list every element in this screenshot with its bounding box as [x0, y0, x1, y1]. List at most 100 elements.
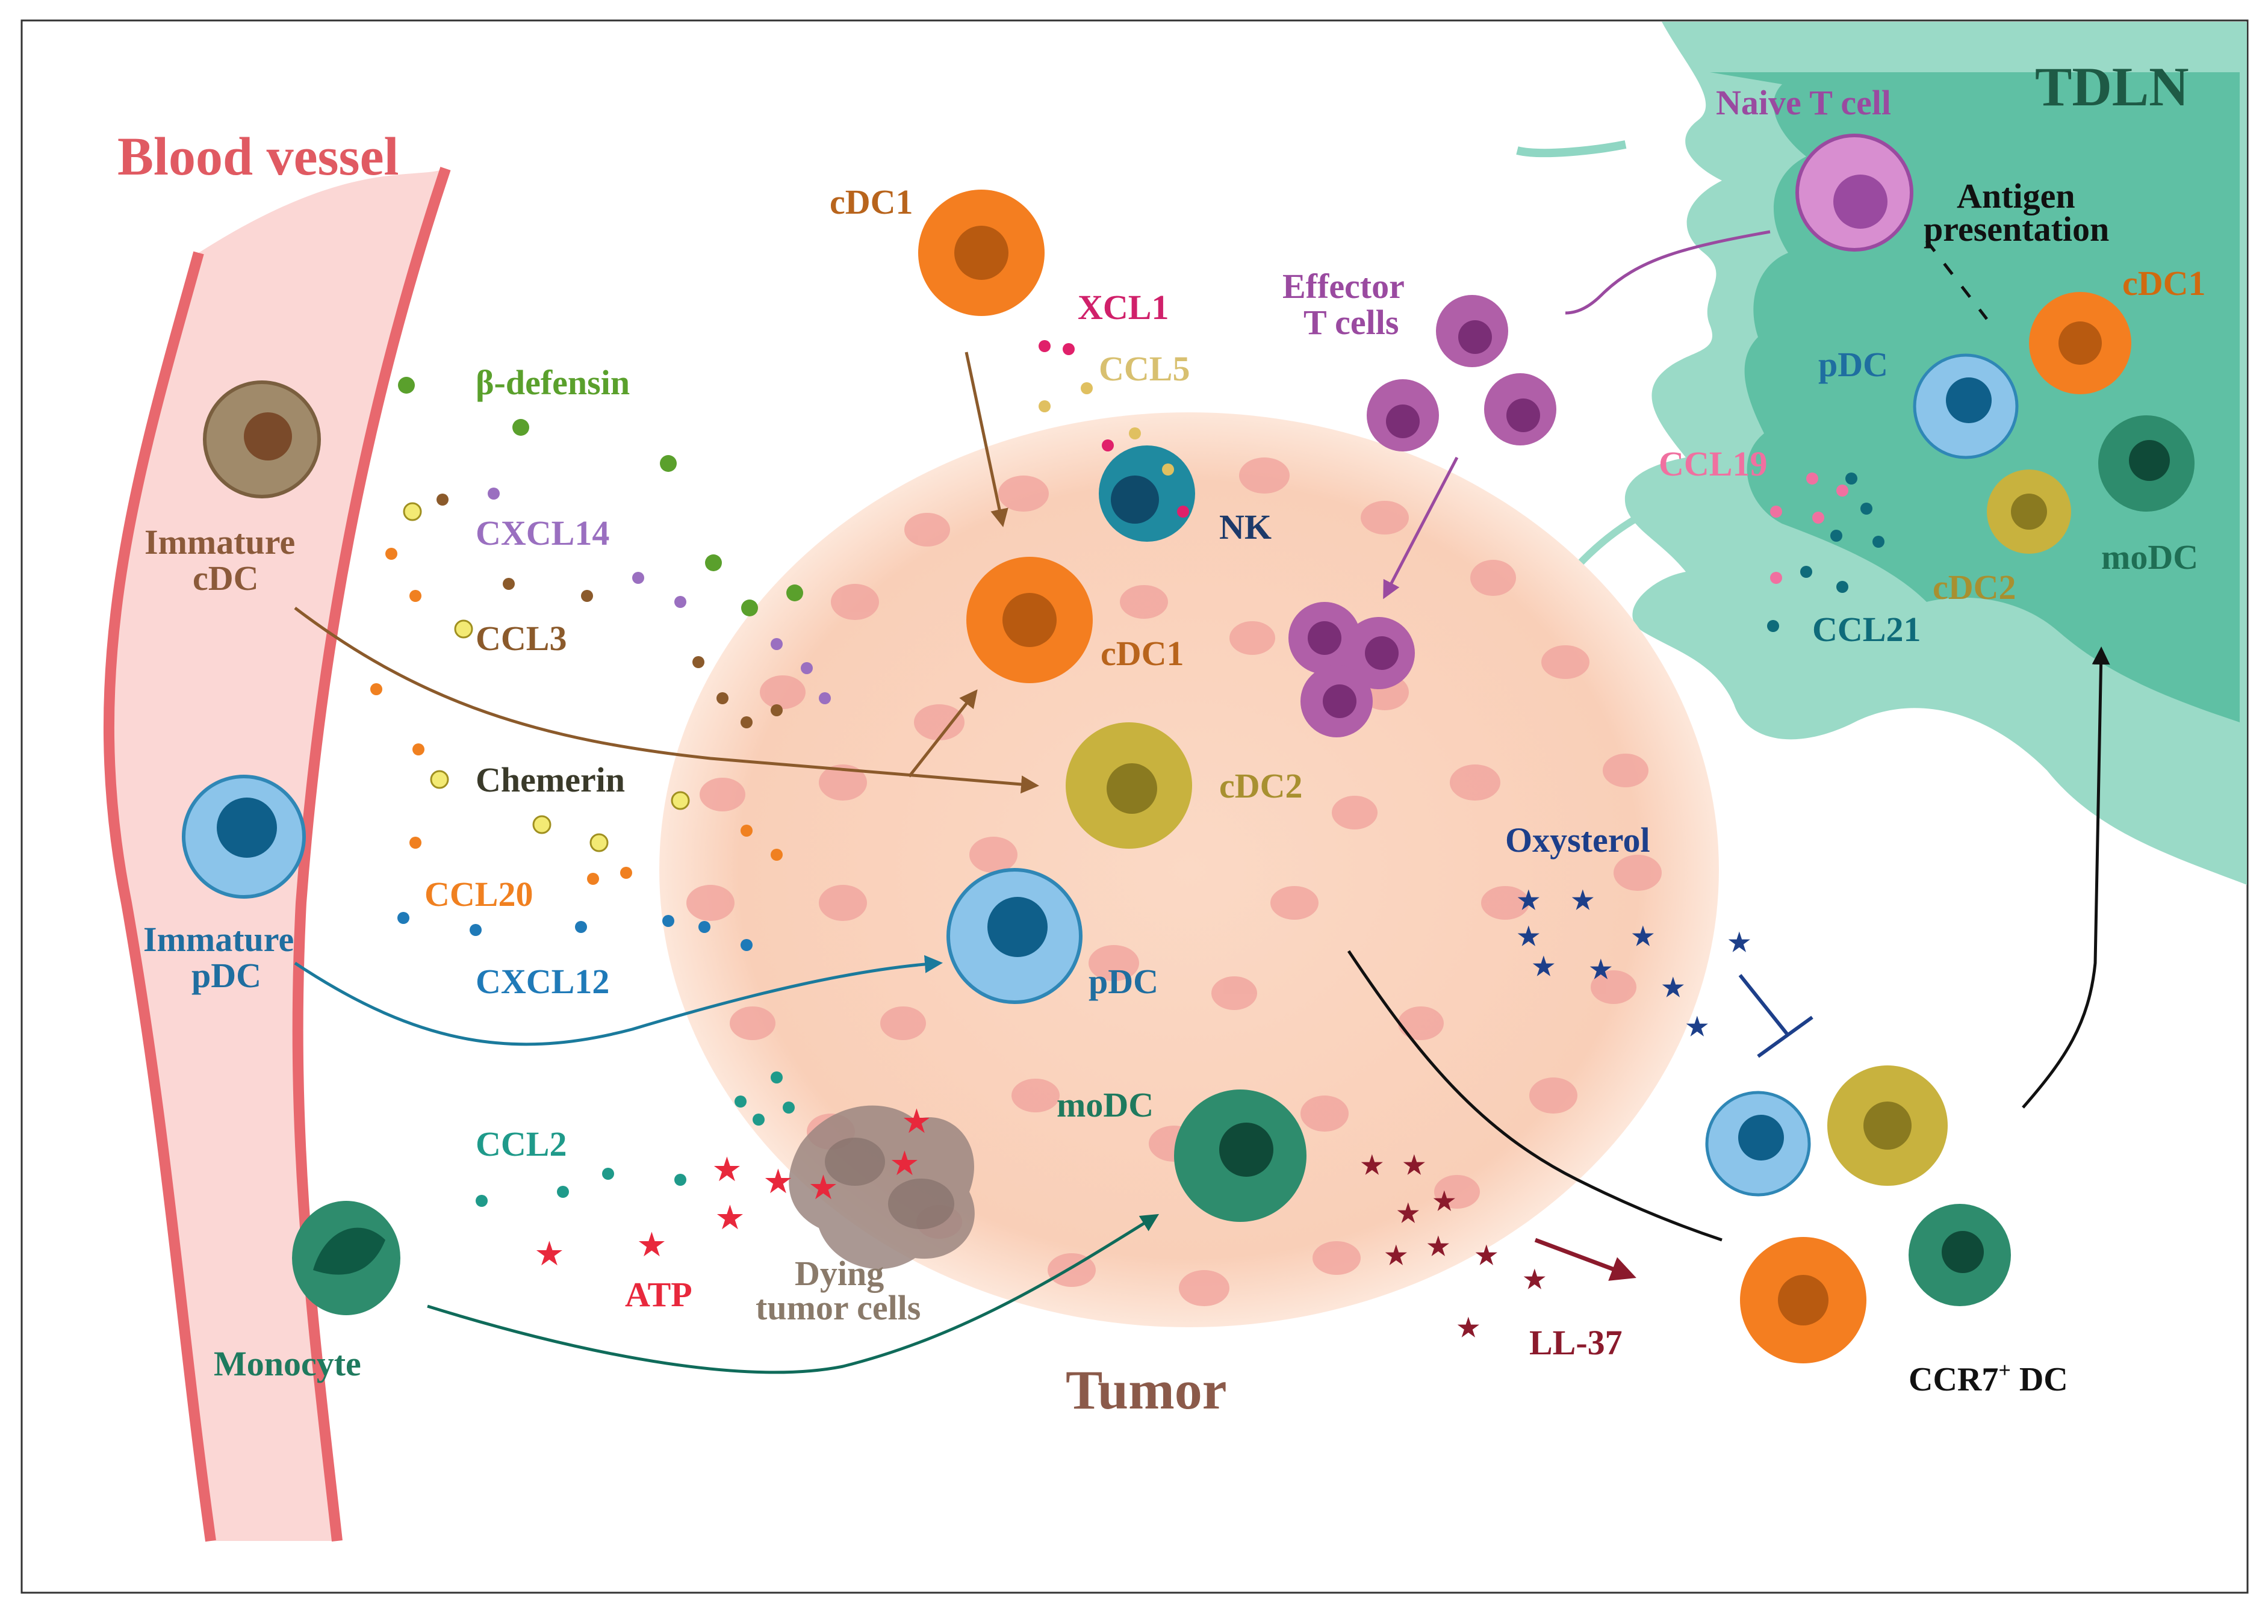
- ll37-stars: ★★ ★★ ★★ ★★ ★: [1361, 1152, 1546, 1342]
- svg-text:★: ★: [1427, 1233, 1450, 1261]
- label-cdc2-tdln: cDC2: [1933, 568, 2016, 607]
- label-immature-cdc-line2: cDC: [193, 559, 259, 598]
- label-ccl19: CCL19: [1659, 444, 1767, 483]
- svg-text:★: ★: [1433, 1188, 1456, 1216]
- svg-text:★: ★: [1403, 1152, 1426, 1180]
- label-dying-line2: tumor cells: [756, 1288, 921, 1327]
- label-oxysterol: Oxysterol: [1505, 820, 1650, 860]
- label-antigen-line2: presentation: [1924, 209, 2109, 249]
- svg-text:★: ★: [713, 1153, 741, 1186]
- cdc2-tumor-cell: [1066, 722, 1192, 849]
- svg-text:★: ★: [1457, 1315, 1480, 1342]
- atp-stars: ★★ ★★ ★★ ★★: [536, 1105, 930, 1271]
- svg-text:★: ★: [1385, 1242, 1408, 1270]
- label-cdc1-tdln: cDC1: [2122, 264, 2206, 303]
- cdc1-tumor-cell: [966, 557, 1093, 683]
- label-beta-defensin: β-defensin: [476, 363, 630, 402]
- label-blood-vessel: Blood vessel: [117, 127, 399, 187]
- label-atp: ATP: [625, 1275, 692, 1314]
- label-immature-pdc-line1: Immature: [143, 920, 294, 959]
- chemerin-dots: [403, 502, 690, 852]
- cxcl12-dots: [397, 912, 753, 951]
- label-immature-cdc-line1: Immature: [144, 522, 295, 562]
- cdc1-top-cell: [918, 190, 1045, 316]
- label-effector-line1: Effector: [1282, 267, 1405, 306]
- arrow-ccr7-to-tdln: [2022, 646, 2110, 1109]
- label-monocyte: Monocyte: [214, 1344, 361, 1383]
- label-ccl3: CCL3: [476, 619, 567, 658]
- label-dying-line1: Dying: [795, 1254, 884, 1293]
- ccl19-dots: [1770, 473, 1848, 584]
- svg-text:★: ★: [1728, 929, 1751, 957]
- immature-cdc-cell: [203, 380, 321, 498]
- svg-text:★: ★: [810, 1171, 837, 1204]
- arrow-cdc1-into-tumor: [965, 352, 1008, 527]
- label-cxcl14: CXCL14: [476, 513, 609, 553]
- svg-text:★: ★: [1475, 1242, 1498, 1270]
- label-ccr7-dc: CCR7+ DC: [1909, 1358, 2068, 1398]
- svg-text:★: ★: [891, 1147, 918, 1180]
- tumor-mass: [659, 412, 1719, 1327]
- effector-t-nuclei: [1308, 320, 1540, 718]
- ccl3-dots: [437, 494, 783, 728]
- tdln-cdc2-cell: [1987, 470, 2071, 554]
- arrow-monocyte-to-modc: [427, 1213, 1160, 1374]
- label-nk: NK: [1219, 507, 1272, 547]
- svg-text:★: ★: [765, 1165, 792, 1198]
- modc-tumor-cell: [1174, 1089, 1306, 1222]
- label-pdc-tdln: pDC: [1818, 345, 1888, 384]
- nk-cell: [1099, 445, 1195, 542]
- svg-text:★: ★: [1686, 1014, 1709, 1041]
- arrow-effector-into-tumor: [1383, 456, 1459, 600]
- svg-text:★: ★: [638, 1228, 665, 1262]
- svg-text:★: ★: [1662, 975, 1685, 1002]
- label-pdc-tumor: pDC: [1089, 962, 1158, 1001]
- svg-text:★: ★: [1532, 953, 1555, 981]
- arrow-naive-to-effector: [1565, 230, 1771, 315]
- label-cdc1-top: cDC1: [830, 182, 913, 222]
- ccl21-dots: [1767, 473, 1884, 632]
- ccl5-dots: [1039, 382, 1174, 476]
- tdln-pdc-cell: [1913, 353, 2019, 459]
- svg-text:★: ★: [1523, 1266, 1546, 1294]
- arrow-ll37: [1534, 1238, 1636, 1281]
- label-xcl1: XCL1: [1078, 288, 1169, 327]
- label-ccr7-main: CCR7: [1909, 1361, 1998, 1398]
- cxcl14-dots: [488, 488, 831, 704]
- arrow-tumor-to-ccr7: [1347, 950, 1723, 1242]
- label-ll37: LL-37: [1529, 1323, 1623, 1362]
- label-antigen-line1: Antigen: [1957, 176, 2075, 215]
- label-ccl20: CCL20: [424, 875, 533, 914]
- tdln-modc-cell: [2098, 415, 2195, 512]
- label-cdc2-tumor: cDC2: [1219, 766, 1303, 805]
- svg-text:★: ★: [903, 1105, 930, 1138]
- svg-text:★: ★: [1361, 1152, 1384, 1180]
- immature-pdc-cell: [182, 775, 306, 899]
- oxysterol-inhibition: [1738, 974, 1813, 1058]
- label-modc-tumor: moDC: [1057, 1085, 1154, 1124]
- svg-text:★: ★: [1571, 887, 1594, 915]
- ccl2-dots: [476, 1071, 795, 1207]
- dying-tumor-cells: [789, 1105, 975, 1269]
- monocyte-cell: [292, 1201, 400, 1315]
- arrow-immature-cdc-to-cdc2: [294, 607, 1039, 794]
- label-effector-line2: T cells: [1303, 303, 1399, 342]
- label-ccl21: CCL21: [1812, 610, 1921, 649]
- xcl1-dots: [1039, 340, 1189, 518]
- naive-t-cell: [1795, 134, 1913, 252]
- oxysterol-stars: ★★ ★★ ★★ ★★ ★: [1517, 887, 1751, 1041]
- label-naive-t-cell: Naive T cell: [1716, 83, 1891, 122]
- label-ccr7-superscript: +: [1998, 1358, 2011, 1382]
- label-immature-pdc-line2: pDC: [191, 956, 261, 995]
- ccr7-dc-cluster: [1705, 1065, 2011, 1363]
- svg-text:★: ★: [1632, 923, 1654, 951]
- label-chemerin: Chemerin: [476, 760, 625, 799]
- beta-defensin-dots: [398, 377, 803, 616]
- label-ccr7-suffix: DC: [2011, 1361, 2068, 1398]
- svg-text:★: ★: [1517, 887, 1540, 915]
- label-tumor: Tumor: [1066, 1359, 1227, 1421]
- pdc-tumor-cell: [946, 868, 1083, 1004]
- arrow-cdc2-to-cdc1: [908, 689, 978, 778]
- label-ccl5: CCL5: [1099, 349, 1190, 388]
